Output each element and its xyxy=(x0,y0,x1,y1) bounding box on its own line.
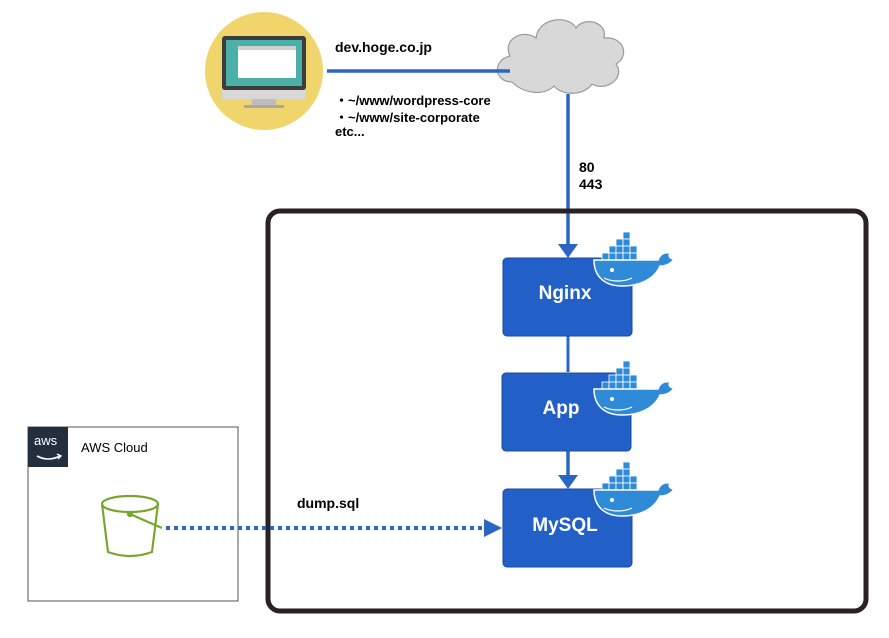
computer-icon xyxy=(205,12,323,130)
path-item: etc... xyxy=(335,124,365,139)
port-label: 443 xyxy=(579,176,603,192)
mysql-label: MySQL xyxy=(532,515,598,536)
nginx-label: Nginx xyxy=(538,283,592,304)
docker-host-frame xyxy=(265,208,869,614)
docker-icon xyxy=(593,461,675,517)
s3-bucket-icon xyxy=(100,494,163,558)
port-label: 80 xyxy=(579,159,595,175)
path-item: ・~/www/wordpress-core xyxy=(335,93,491,108)
cloud-nginx-arrowhead xyxy=(558,244,578,258)
cloud-icon xyxy=(496,19,625,94)
dump-label: dump.sql xyxy=(297,495,360,511)
docker-icon xyxy=(593,231,675,287)
path-item: ・~/www/site-corporate xyxy=(335,110,480,125)
aws-logo-text: aws xyxy=(34,433,58,448)
aws-cloud-title: AWS Cloud xyxy=(81,440,148,455)
domain-label: dev.hoge.co.jp xyxy=(335,39,432,55)
dump-arrowhead xyxy=(484,519,502,537)
app-mysql-arrowhead xyxy=(558,475,578,489)
aws-logo-icon xyxy=(28,427,68,467)
app-label: App xyxy=(542,398,580,419)
